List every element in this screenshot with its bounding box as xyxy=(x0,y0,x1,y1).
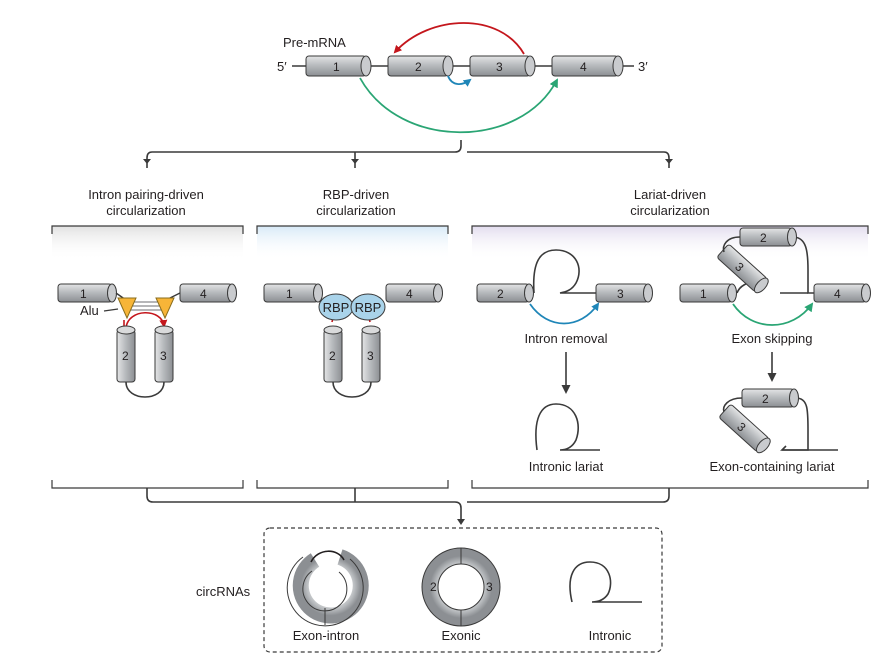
pre-mrna-exon-2: 2 xyxy=(387,55,454,77)
blue-splice-arrow xyxy=(447,75,472,87)
svg-text:4: 4 xyxy=(200,287,207,301)
ip-exon-3: 3 xyxy=(154,325,174,383)
circrnas-label: circRNAs xyxy=(196,584,251,599)
svg-text:1: 1 xyxy=(333,60,340,74)
intronic-lariat-label: Intronic lariat xyxy=(529,459,604,474)
rbp-exon-3: 3 xyxy=(361,325,381,383)
ip-exon-2: 2 xyxy=(116,325,136,383)
svg-text:3: 3 xyxy=(617,287,624,301)
rbp-exon-2: 2 xyxy=(323,325,343,383)
lariat-panel xyxy=(471,225,869,489)
rbp-title-line2: circularization xyxy=(316,203,395,218)
exon-skipping-diagram: 1 4 2 3 Exon skipping xyxy=(679,227,871,474)
rbp-left-bubble: RBP xyxy=(318,293,354,321)
pre-mrna-exon-4: 4 xyxy=(551,55,624,77)
three-prime-label: 3′ xyxy=(638,59,648,74)
svg-text:3: 3 xyxy=(496,60,503,74)
svg-text:4: 4 xyxy=(834,287,841,301)
intron-pairing-title-line1: Intron pairing-driven xyxy=(88,187,204,202)
bottom-merge-connector xyxy=(146,488,670,525)
pre-mrna-exon-3: 3 xyxy=(469,55,536,77)
exon-containing-lariat: 2 3 xyxy=(719,388,838,454)
lariat-title-line2: circularization xyxy=(630,203,709,218)
alu-right-triangle xyxy=(155,297,175,320)
intron-pairing-diagram: 1 4 Alu 2 3 xyxy=(57,283,237,398)
svg-text:3: 3 xyxy=(160,349,167,363)
intron-removal-label: Intron removal xyxy=(524,331,607,346)
circrnas-box: circRNAs Exon-intron 2 3 Exonic Intronic xyxy=(196,527,663,653)
svg-text:4: 4 xyxy=(406,287,413,301)
svg-text:2: 2 xyxy=(415,60,422,74)
rbp-panel xyxy=(256,225,449,489)
svg-text:2: 2 xyxy=(122,349,129,363)
rbp-diagram: 1 4 RBP RBP 2 3 xyxy=(263,283,443,398)
svg-text:RBP: RBP xyxy=(355,300,382,315)
pre-mrna-label: Pre-mRNA xyxy=(283,35,346,50)
ip-red-arc xyxy=(125,312,168,329)
es-exon-2: 2 xyxy=(739,227,797,247)
rbp-exon-4: 4 xyxy=(385,283,443,303)
ip-exon-4: 4 xyxy=(179,283,237,303)
five-prime-label: 5′ xyxy=(277,59,287,74)
svg-text:3: 3 xyxy=(367,349,374,363)
exon-containing-lariat-label: Exon-containing lariat xyxy=(709,459,834,474)
svg-text:1: 1 xyxy=(286,287,293,301)
es-exon-4: 4 xyxy=(813,283,871,303)
svg-text:4: 4 xyxy=(580,60,587,74)
lariat-title-line1: Lariat-driven xyxy=(634,187,706,202)
intronic-lariat-shape xyxy=(535,403,600,451)
svg-text:3: 3 xyxy=(486,580,493,594)
svg-text:1: 1 xyxy=(700,287,707,301)
intronic-circrna-shape xyxy=(569,561,642,603)
intron-pairing-panel xyxy=(51,225,244,489)
rbp-right-bubble: RBP xyxy=(350,293,386,321)
exonic-label: Exonic xyxy=(441,628,481,643)
red-backsplice-arrow xyxy=(393,22,525,55)
exon-skipping-label: Exon skipping xyxy=(732,331,813,346)
alu-label: Alu xyxy=(80,303,99,318)
top-branch-connector xyxy=(143,140,673,168)
intron-removal-diagram: 2 3 Intron removal Intronic lariat xyxy=(476,249,653,474)
exon-intron-circrna xyxy=(286,549,369,627)
svg-text:RBP: RBP xyxy=(323,300,350,315)
svg-text:2: 2 xyxy=(762,392,769,406)
ir-exon-3: 3 xyxy=(595,283,653,303)
svg-text:2: 2 xyxy=(760,231,767,245)
rbp-title-line1: RBP-driven xyxy=(323,187,389,202)
ecl-exon-3: 3 xyxy=(719,404,771,454)
ecl-exon-2: 2 xyxy=(741,388,799,408)
pre-mrna-exon-1: 1 xyxy=(305,55,372,77)
svg-text:2: 2 xyxy=(497,287,504,301)
ip-exon-1: 1 xyxy=(57,283,117,303)
rbp-exon-1: 1 xyxy=(263,283,323,303)
pre-mrna: Pre-mRNA 5′ 3′ 1 2 3 4 xyxy=(277,22,648,134)
es-green-arrow xyxy=(732,302,814,326)
ir-exon-2: 2 xyxy=(476,283,534,303)
svg-text:2: 2 xyxy=(329,349,336,363)
alu-left-triangle xyxy=(117,297,137,320)
svg-text:1: 1 xyxy=(80,287,87,301)
intron-pairing-title-line2: circularization xyxy=(106,203,185,218)
es-exon-1: 1 xyxy=(679,283,737,303)
es-exon-3: 3 xyxy=(717,244,769,294)
green-skip-arrow xyxy=(359,77,558,134)
exon-intron-label: Exon-intron xyxy=(293,628,359,643)
ir-blue-arrow xyxy=(529,302,600,325)
intronic-label: Intronic xyxy=(589,628,632,643)
exonic-circrna: 2 3 xyxy=(421,547,501,627)
svg-text:2: 2 xyxy=(430,580,437,594)
